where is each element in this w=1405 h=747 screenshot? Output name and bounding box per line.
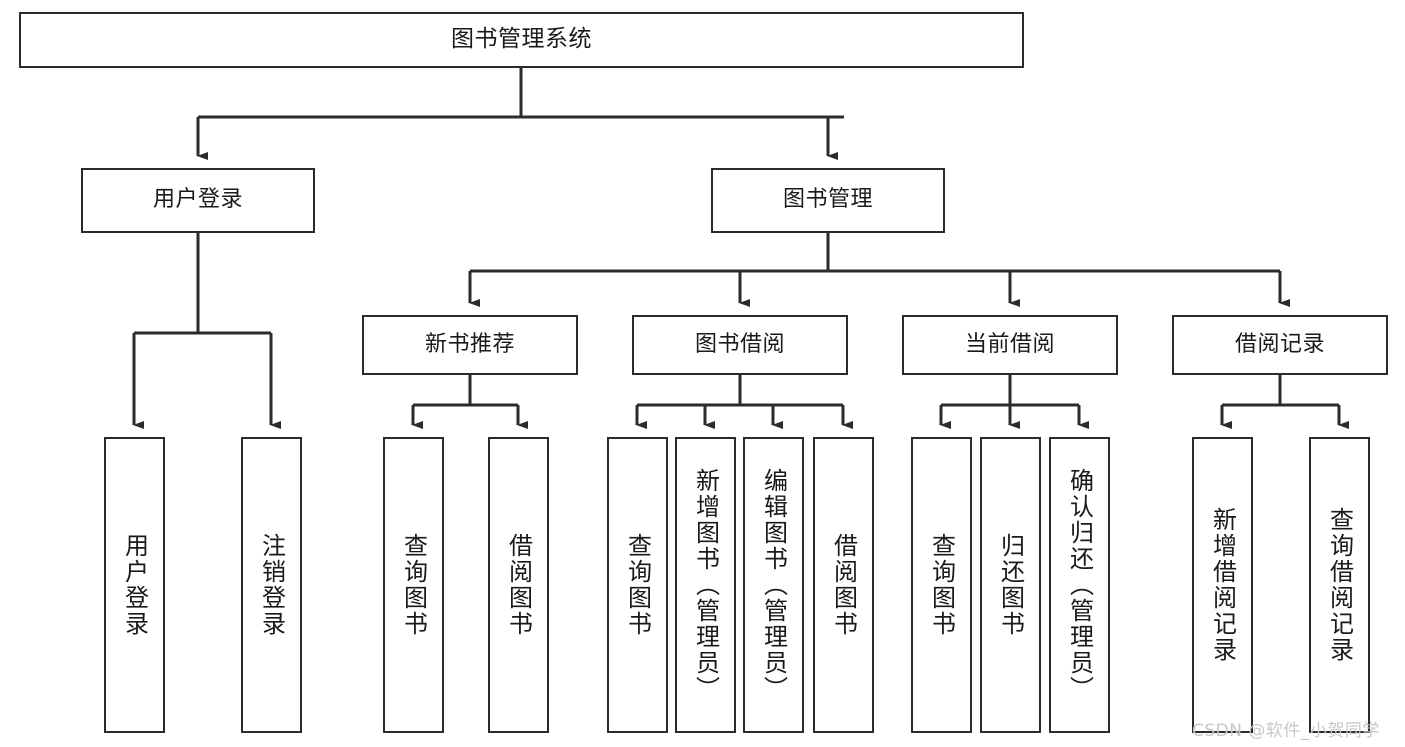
- node-label: 确认归还（管理员）: [1065, 468, 1094, 702]
- node-label: 借阅图书: [829, 533, 858, 637]
- node-label: 注销登录: [257, 533, 286, 637]
- node-label: 新书推荐: [424, 331, 515, 357]
- node-label: 当前借阅: [964, 331, 1055, 357]
- node-label: 查询图书: [927, 533, 956, 637]
- node-borrow-records[interactable]: 借阅记录: [1172, 315, 1388, 375]
- leaf-edit-book-admin[interactable]: 编辑图书（管理员）: [743, 437, 804, 733]
- leaf-confirm-return-admin[interactable]: 确认归还（管理员）: [1049, 437, 1110, 733]
- leaf-return-book[interactable]: 归还图书: [980, 437, 1041, 733]
- node-label: 图书管理: [782, 187, 873, 213]
- node-user-login[interactable]: 用户登录: [81, 168, 315, 233]
- node-root[interactable]: 图书管理系统: [19, 12, 1024, 68]
- leaf-query-book-borrow[interactable]: 查询图书: [607, 437, 668, 733]
- node-book-borrow[interactable]: 图书借阅: [632, 315, 848, 375]
- node-label: 图书管理系统: [451, 26, 592, 53]
- leaf-query-book-current[interactable]: 查询图书: [911, 437, 972, 733]
- node-label: 图书借阅: [694, 331, 785, 357]
- node-label: 编辑图书（管理员）: [759, 468, 788, 702]
- leaf-add-book-admin[interactable]: 新增图书（管理员）: [675, 437, 736, 733]
- node-book-management[interactable]: 图书管理: [711, 168, 945, 233]
- node-label: 借阅记录: [1234, 331, 1325, 357]
- node-label: 查询图书: [623, 533, 652, 637]
- node-label: 查询借阅记录: [1325, 507, 1354, 663]
- node-label: 新增借阅记录: [1208, 507, 1237, 663]
- leaf-query-borrow-record[interactable]: 查询借阅记录: [1309, 437, 1370, 733]
- leaf-query-book-recommend[interactable]: 查询图书: [383, 437, 444, 733]
- leaf-add-borrow-record[interactable]: 新增借阅记录: [1192, 437, 1253, 733]
- node-label: 借阅图书: [504, 533, 533, 637]
- node-label: 归还图书: [996, 533, 1025, 637]
- leaf-logout[interactable]: 注销登录: [241, 437, 302, 733]
- leaf-borrow-book-recommend[interactable]: 借阅图书: [488, 437, 549, 733]
- leaf-borrow-book[interactable]: 借阅图书: [813, 437, 874, 733]
- node-label: 用户登录: [152, 187, 243, 213]
- node-label: 用户登录: [120, 533, 149, 637]
- csdn-watermark: CSDN @软件_小贺同学: [1192, 721, 1380, 741]
- node-new-book-recommend[interactable]: 新书推荐: [362, 315, 578, 375]
- node-label: 查询图书: [399, 533, 428, 637]
- node-current-borrow[interactable]: 当前借阅: [902, 315, 1118, 375]
- node-label: 新增图书（管理员）: [691, 468, 720, 702]
- leaf-user-login[interactable]: 用户登录: [104, 437, 165, 733]
